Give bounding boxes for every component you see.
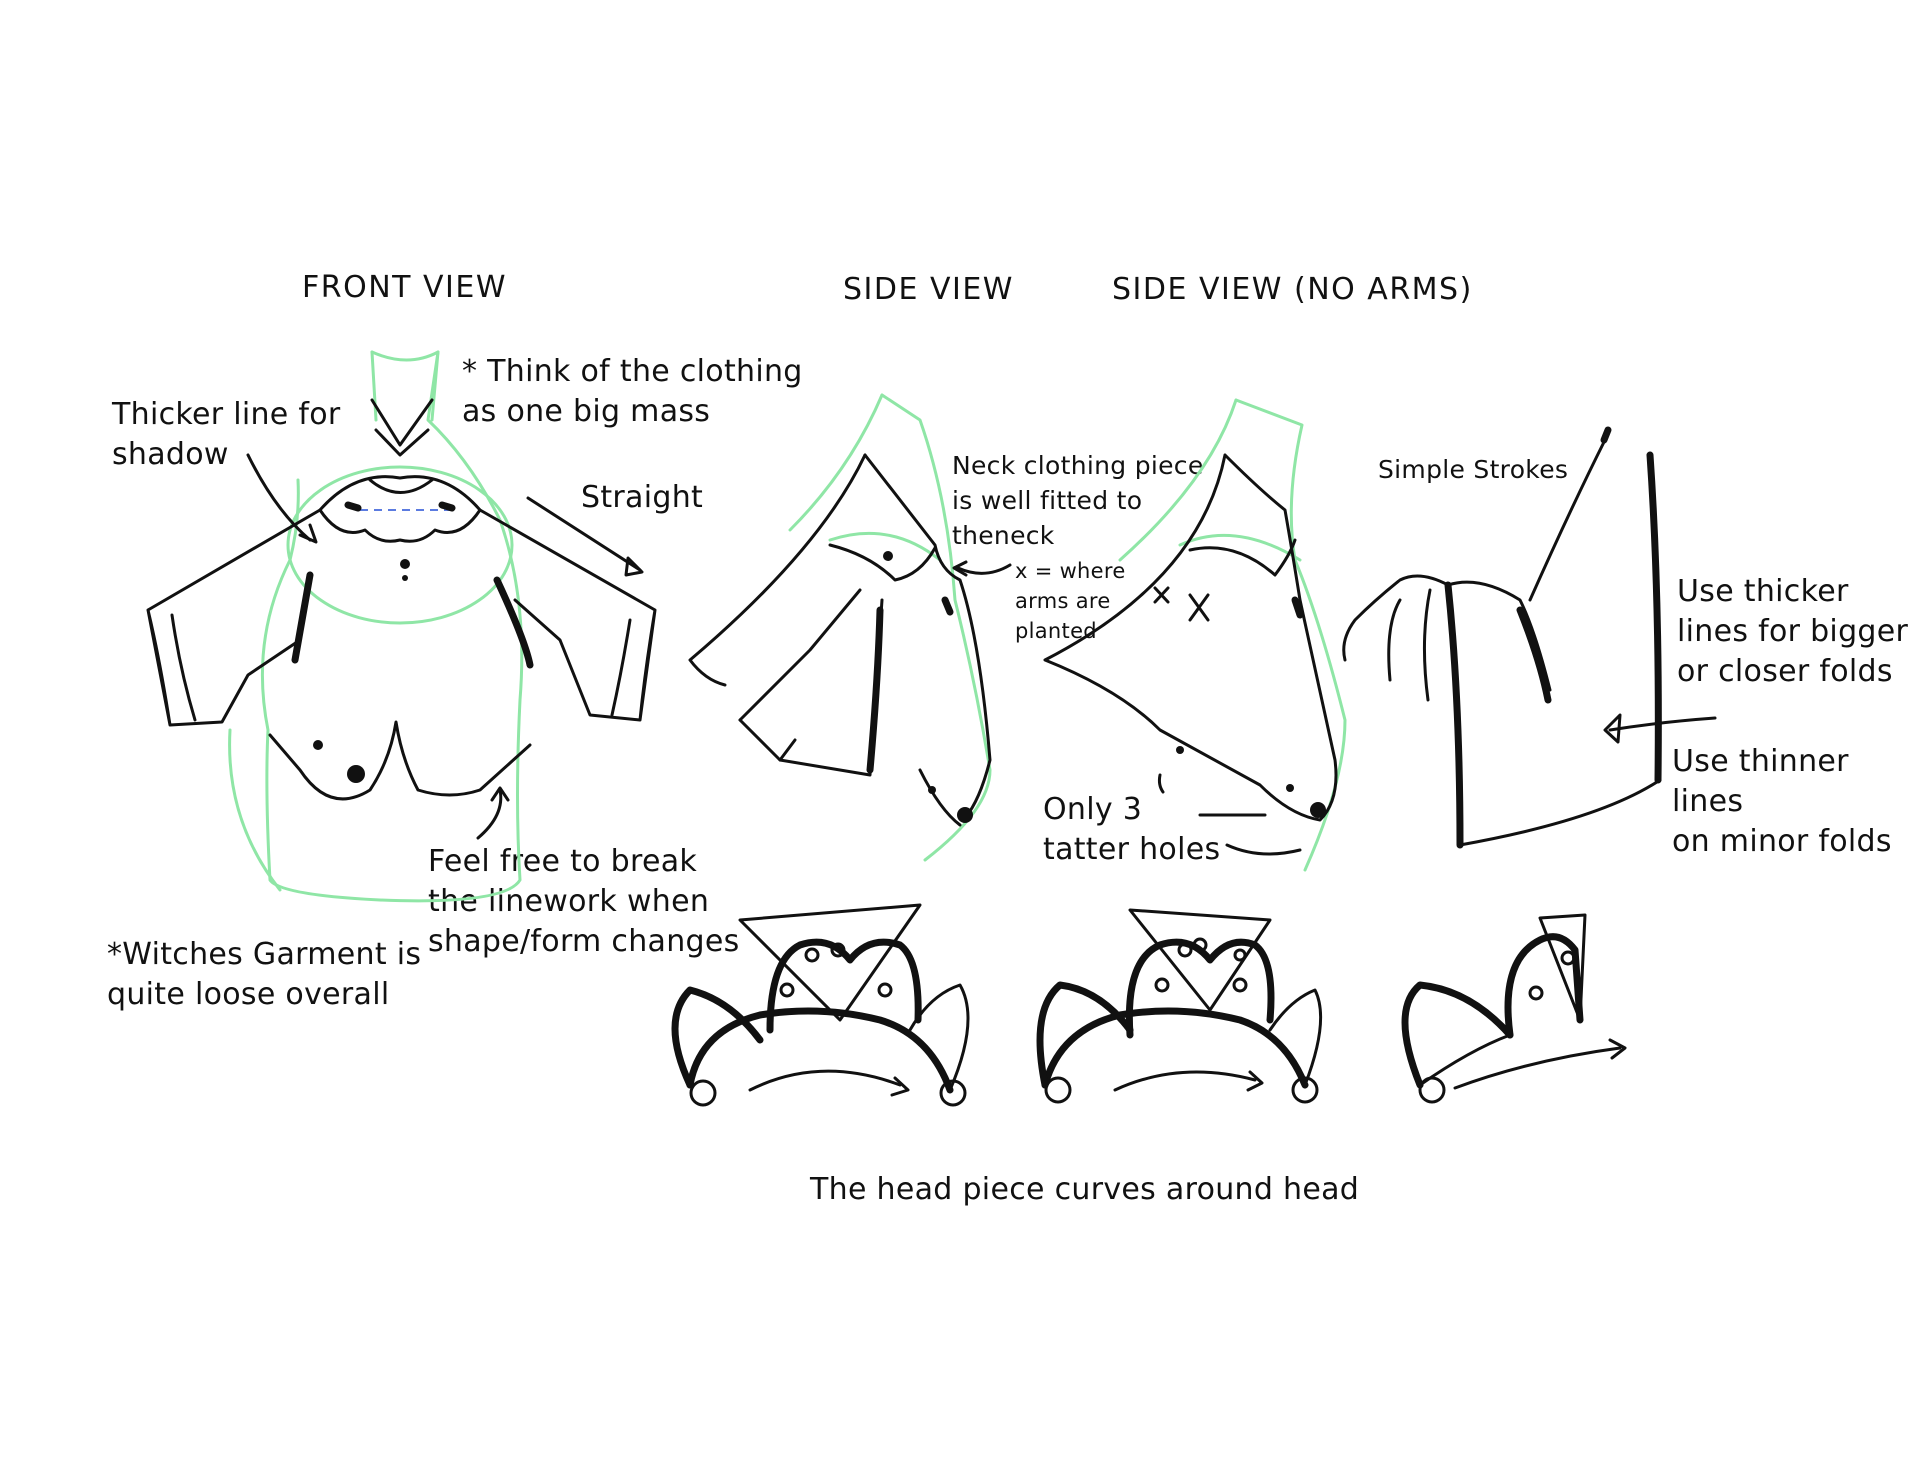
thicker-shadow-note: Thicker line for shadow <box>112 397 341 472</box>
side-view-heading: SIDE VIEW <box>843 272 1014 307</box>
thicker-folds-note: Use thicker lines for bigger or closer f… <box>1677 574 1909 689</box>
side-view-no-arms-heading: SIDE VIEW (NO ARMS) <box>1112 272 1473 307</box>
simple-strokes-note: Simple Strokes <box>1378 455 1569 484</box>
front-view-drawing <box>146 350 657 903</box>
neck-piece-note: Neck clothing piece is well fitted to th… <box>952 451 1204 550</box>
head-piece-side-drawing <box>1401 913 1627 1104</box>
head-piece-angled-drawing <box>1036 908 1323 1104</box>
tatter-holes-note: Only 3 tatter holes <box>1043 792 1221 867</box>
side-view-no-arms-drawing <box>1043 398 1347 872</box>
front-view-heading: FRONT VIEW <box>302 270 508 305</box>
thinner-folds-note: Use thinner lines on minor folds <box>1672 744 1892 859</box>
straight-note: Straight <box>581 480 704 515</box>
think-mass-note: * Think of the clothing as one big mass <box>462 354 803 429</box>
head-piece-note: The head piece curves around head <box>810 1172 1360 1207</box>
loose-garment-note: *Witches Garment is quite loose overall <box>107 937 422 1012</box>
fold-detail-drawing <box>1342 426 1717 849</box>
head-piece-front-drawing <box>671 903 970 1107</box>
side-view-drawing <box>688 393 1012 862</box>
